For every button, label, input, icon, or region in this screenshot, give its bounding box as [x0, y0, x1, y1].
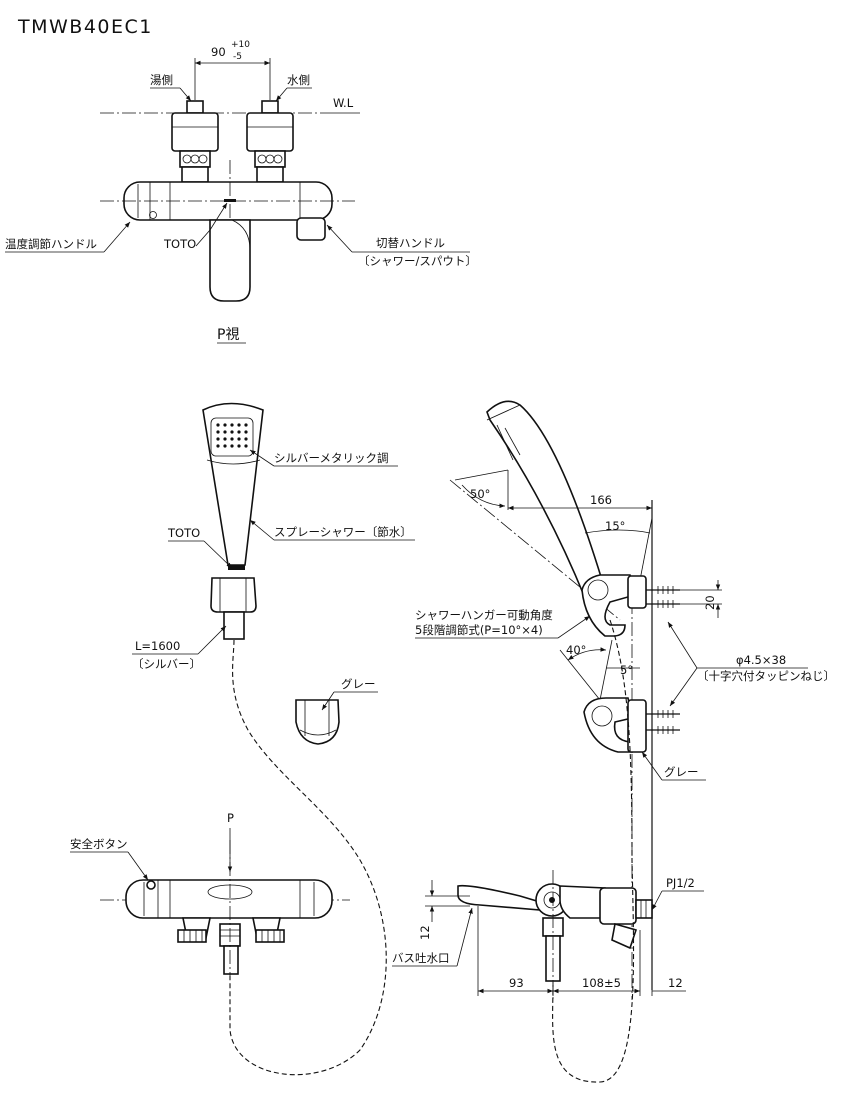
switch-handle-top [296, 217, 326, 241]
front-view: P 安全ボタン [70, 811, 350, 975]
inlet-right [255, 929, 285, 943]
pipe-thread: PJ1/2 [666, 876, 695, 890]
finish-label: シルバーメタリック調 [274, 451, 389, 465]
dim-93: 93 [509, 976, 524, 990]
inlet-left [177, 929, 207, 943]
cold-side-label: 水側 [287, 73, 310, 87]
model-number: TMWB40EC1 [17, 16, 153, 38]
holder-color-label: グレー [341, 677, 376, 691]
spacing-tol-minus: -5 [233, 52, 242, 62]
holder-detail: グレー [295, 677, 378, 745]
safety-button [146, 880, 156, 890]
spray-face [210, 417, 254, 457]
cold-inlet-nut [261, 100, 279, 114]
shower-holder-front [210, 577, 257, 613]
bath-spout-side [457, 884, 541, 911]
toto-mark-top: TOTO [163, 237, 196, 251]
wall-elbow-side [599, 887, 637, 925]
holder-grey [295, 699, 340, 745]
switch-handle-note: 〔シャワー/スパウト〕 [358, 254, 477, 268]
screw-type: 〔十字穴付タッピンねじ〕 [697, 669, 835, 683]
hose-connector [223, 611, 245, 640]
angle-15: 15° [605, 519, 625, 533]
bath-spout-label: バス吐水口 [392, 951, 450, 965]
hot-inlet-cover [171, 112, 219, 152]
shower-type-label: スプレーシャワー〔節水〕 [274, 525, 412, 539]
hot-side-label: 湯側 [150, 73, 173, 87]
spacing-dimension: 90 [211, 45, 226, 59]
view-label: P視 [217, 327, 239, 343]
hanger-upper [581, 574, 636, 637]
wall-line-label: W.L [333, 96, 354, 110]
screw-size: φ4.5×38 [736, 653, 786, 667]
top-view: W.L 90 +10 -5 湯側 水側 [5, 40, 477, 344]
dim-12-horizontal: 12 [668, 976, 683, 990]
temp-handle-label: 温度調節ハンドル [5, 237, 97, 251]
safety-button-label: 安全ボタン [70, 837, 128, 851]
shower-hose [229, 639, 387, 1076]
angle-40: 40° [566, 643, 586, 657]
spout-top [209, 219, 251, 302]
side-view: 50° 166 15° 20 シャワーハンガー可動角度 5段階調節式(P=10°… [392, 400, 835, 1083]
angle-head: 50° [470, 487, 490, 501]
hanger-lower [583, 697, 633, 753]
shower-head-front: シルバーメタリック調 TOTO スプレーシャワー〔節水〕 L=1600 〔シルバ… [132, 402, 415, 1076]
hanger-label: シャワーハンガー可動角度 [415, 608, 553, 622]
spray-holes [216, 423, 248, 448]
toto-mark-head: TOTO [167, 526, 200, 540]
hot-flange [179, 150, 211, 168]
view-arrow-label: P [227, 811, 234, 825]
hot-inlet-nut [186, 100, 204, 114]
safety-button-top [149, 211, 157, 219]
bracket-color-label: グレー [664, 765, 699, 779]
dim-108: 108±5 [582, 976, 621, 990]
dim-166: 166 [590, 493, 612, 507]
dim-20: 20 [703, 595, 717, 610]
shower-head-side [486, 400, 606, 600]
cold-inlet-cover [246, 112, 294, 152]
spacing-tol-plus: +10 [231, 40, 250, 50]
shower-hose-side [552, 619, 635, 1083]
dim-12-vertical: 12 [418, 925, 432, 940]
hanger-steps: 5段階調節式(P=10°×4) [415, 623, 543, 637]
shower-head [202, 402, 264, 566]
hose-color-label: 〔シルバー〕 [132, 657, 201, 671]
angle-5: 5° [620, 663, 633, 677]
switch-handle-label: 切替ハンドル [376, 236, 445, 250]
hose-length-label: L=1600 [135, 639, 180, 653]
cold-flange [254, 150, 286, 168]
